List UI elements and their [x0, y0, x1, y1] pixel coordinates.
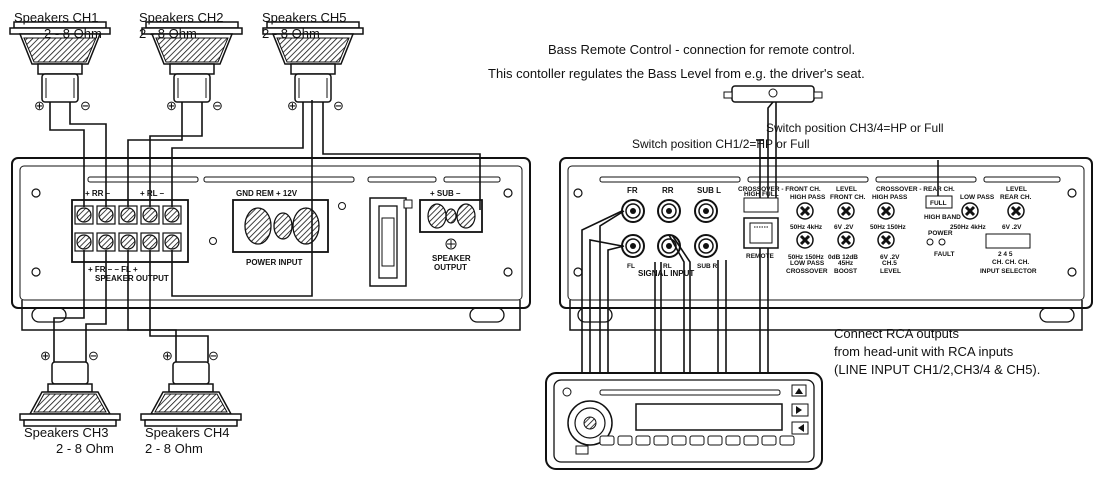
rca-subl-jack — [694, 199, 718, 223]
speaker-ch5-name: Speakers CH5 — [262, 10, 347, 25]
crossover-label: CROSSOVER — [786, 268, 828, 275]
rr-terminal-label: + RR – — [85, 189, 111, 198]
rca-subl-label: SUB L — [697, 186, 721, 195]
crossover-front-label: CROSSOVER - FRONT CH. — [738, 186, 821, 193]
boost-range: 0dB 12dB — [828, 254, 858, 261]
rear-ch-label: REAR CH. — [1000, 194, 1032, 201]
power-led-label: POWER — [928, 230, 953, 237]
boost-label: BOOST — [834, 268, 857, 275]
lp-rear-range: 250Hz 4kHz — [950, 224, 987, 231]
head-unit — [545, 372, 823, 470]
sub-terminal-label: + SUB – — [430, 189, 461, 198]
ch5-level-label: LEVEL — [880, 268, 901, 275]
ch5-plus-mark: ⊕ — [287, 98, 298, 113]
display — [635, 403, 783, 431]
front-terminal-label: + FR – – FL + — [88, 265, 138, 274]
input-selector-switch — [985, 233, 1031, 249]
speaker-ch2-name: Speakers CH2 — [139, 10, 224, 25]
speaker-ch3 — [19, 361, 121, 427]
ch1-plus-mark: ⊕ — [34, 98, 45, 113]
rca-note-line3: (LINE INPUT CH1/2,CH3/4 & CH5). — [834, 362, 1040, 377]
rca-rl-jack — [657, 234, 681, 258]
speaker-ch1-name: Speakers CH1 — [14, 10, 99, 25]
ch2-plus-mark: ⊕ — [166, 98, 177, 113]
rca-rr-label: RR — [662, 186, 674, 195]
input-selector-label: INPUT SELECTOR — [980, 268, 1037, 275]
signal-input-label: SIGNAL INPUT — [638, 269, 694, 278]
input-selector-ch: CH. CH. CH. — [992, 259, 1029, 266]
rca-cables — [581, 101, 939, 380]
ch2-minus-mark: ⊖ — [212, 98, 223, 113]
speaker-ch3-name: Speakers CH3 — [24, 425, 109, 440]
speaker-ch2-ohm: 2 - 8 Ohm — [139, 26, 197, 41]
front-ch-label: FRONT CH. — [830, 194, 866, 201]
bass-remote-unit — [723, 85, 823, 103]
left-amplifier: + RR – + RL – + FR – – FL + SPEAKER OUTP… — [11, 157, 531, 331]
low-pass-front-label: LOW PASS — [790, 260, 825, 267]
bass-remote-line1: Bass Remote Control - connection for rem… — [548, 42, 855, 57]
rear-level-label: LEVEL — [1006, 186, 1027, 193]
rca-fr-label: FR — [627, 186, 638, 195]
switch-ch34-note: Switch position CH3/4=HP or Full — [766, 121, 944, 135]
rca-subr-label: SUB R — [697, 263, 718, 270]
high-pass-front-label: HIGH PASS — [790, 194, 826, 201]
lp-front-range: 50Hz 150Hz — [788, 254, 825, 261]
high-full-label: HIGH FULL — [744, 191, 779, 198]
rear-level-range: 6V .2V — [1002, 224, 1022, 231]
rca-subr-jack — [694, 234, 718, 258]
speaker-ch3-ohm: 2 - 8 Ohm — [56, 441, 114, 456]
speaker-ch5-ohm: 2 - 8 Ohm — [262, 26, 320, 41]
low-pass-rear-label: LOW PASS — [960, 194, 995, 201]
input-selector-nums: 2 4 5 — [998, 251, 1013, 258]
speaker-ch1-ohm: 2 - 8 Ohm — [44, 26, 102, 41]
full-switch-label: FULL — [930, 200, 947, 207]
ch5-minus-mark: ⊖ — [333, 98, 344, 113]
right-amplifier: FR RR SUB L FL RL SUB R SIGNAL INPUT REM… — [559, 157, 1093, 331]
speaker-output-label: SPEAKER OUTPUT — [95, 274, 169, 283]
hp-front-range: 50Hz 4kHz — [790, 224, 823, 231]
high-band-label: HIGH BAND — [924, 214, 961, 221]
ch4-plus-mark: ⊕ — [162, 348, 173, 363]
rca-rr-jack — [657, 199, 681, 223]
ch1-minus-mark: ⊖ — [80, 98, 91, 113]
rca-fl-label: FL — [627, 263, 635, 270]
ch3-minus-mark: ⊖ — [88, 348, 99, 363]
ch5-level-range: 6V .2V — [880, 254, 900, 261]
speaker-ch4-name: Speakers CH4 — [145, 425, 230, 440]
bass-remote-line2: This contoller regulates the Bass Level … — [488, 66, 865, 81]
rl-terminal-label: + RL – — [140, 189, 165, 198]
rca-note-line2: from head-unit with RCA inputs — [834, 344, 1014, 359]
power-terminal-label: GND REM + 12V — [236, 189, 298, 198]
ch4-minus-mark: ⊖ — [208, 348, 219, 363]
ch3-plus-mark: ⊕ — [40, 348, 51, 363]
speaker-ch4 — [140, 361, 242, 427]
sub-output-label-2: OUTPUT — [434, 263, 467, 272]
high-pass-rear-label: HIGH PASS — [872, 194, 908, 201]
ch5-label: CH.5 — [882, 260, 897, 267]
rca-fr-jack — [621, 199, 645, 223]
speaker-ch4-ohm: 2 - 8 Ohm — [145, 441, 203, 456]
boost-freq: 45Hz — [838, 260, 854, 267]
fault-led-label: FAULT — [934, 251, 954, 258]
level-front-label: LEVEL — [836, 186, 857, 193]
speaker-wires — [49, 100, 481, 362]
front-level-range: 6V .2V — [834, 224, 854, 231]
crossover-rear-label: CROSSOVER - REAR CH. — [876, 186, 955, 193]
hp-rear-range: 50Hz 150Hz — [870, 224, 907, 231]
sub-output-label-1: SPEAKER — [432, 254, 471, 263]
power-input-label: POWER INPUT — [246, 258, 303, 267]
rca-rl-label: RL — [663, 263, 672, 270]
rca-fl-jack — [621, 234, 645, 258]
rca-note-line1: Connect RCA outputs — [834, 326, 960, 341]
switch-ch12-note: Switch position CH1/2=HP or Full — [632, 137, 810, 151]
